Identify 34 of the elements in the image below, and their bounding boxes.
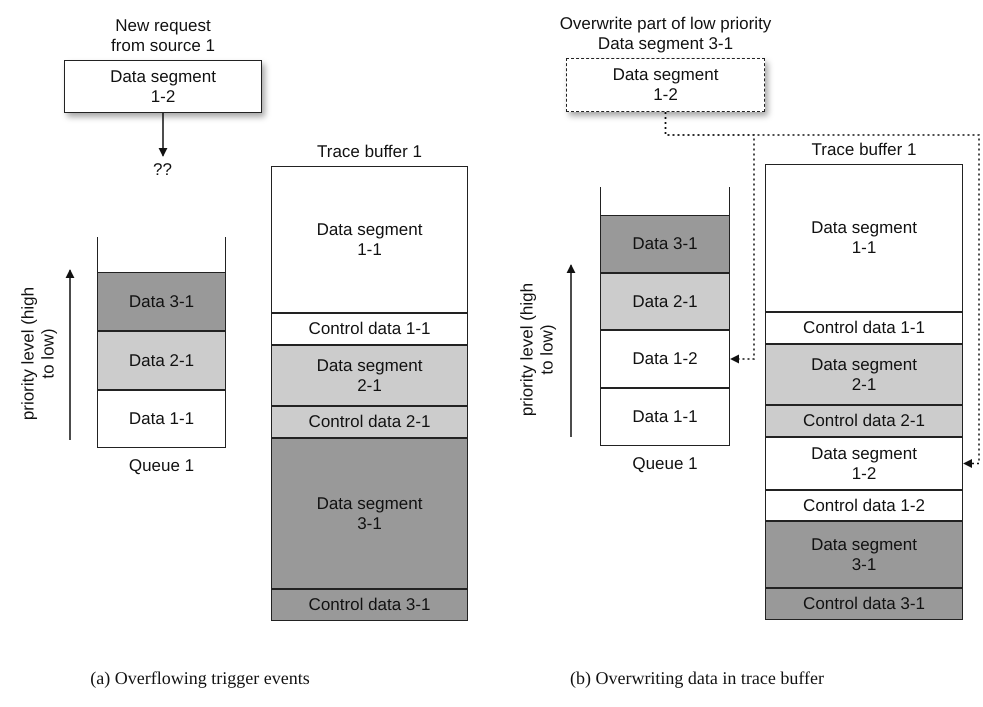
request-box: Data segment 1-2 bbox=[566, 58, 765, 112]
arrow bbox=[158, 113, 168, 157]
queue-entry: Data 3-1 bbox=[600, 215, 730, 273]
axis-label: priority level (high to low) bbox=[18, 286, 58, 422]
buffer-segment: Data segment 1-1 bbox=[765, 164, 963, 312]
buffer-segment: Control data 2-1 bbox=[271, 406, 468, 438]
arrow bbox=[664, 112, 980, 468]
buffer-title: Trace buffer 1 bbox=[810, 140, 918, 160]
caption: (b) Overwriting data in trace buffer bbox=[568, 668, 826, 689]
buffer-segment: Data segment 2-1 bbox=[765, 344, 963, 405]
buffer-segment: Data segment 3-1 bbox=[765, 521, 963, 588]
buffer-segment: Control data 1-1 bbox=[765, 312, 963, 344]
buffer-segment: Control data 2-1 bbox=[765, 405, 963, 437]
buffer-segment: Data segment 1-1 bbox=[271, 166, 468, 313]
buffer-segment: Data segment 3-1 bbox=[271, 438, 468, 589]
queue-label: Queue 1 bbox=[631, 454, 699, 474]
buffer-segment: Data segment 1-2 bbox=[765, 437, 963, 490]
request-box: Data segment 1-2 bbox=[64, 60, 262, 113]
box-heading: Overwrite part of low priority Data segment 3-1 bbox=[558, 14, 772, 54]
queue-entry: Data 2-1 bbox=[97, 331, 226, 390]
box-heading: New request from source 1 bbox=[110, 16, 216, 56]
queue-entry: Data 1-2 bbox=[600, 330, 730, 388]
queue-entry: Data 3-1 bbox=[97, 272, 226, 331]
buffer-segment: Data segment 2-1 bbox=[271, 345, 468, 406]
question-marks: ?? bbox=[140, 158, 185, 182]
buffer-title: Trace buffer 1 bbox=[316, 142, 423, 162]
queue-entry: Data 2-1 bbox=[600, 273, 730, 330]
queue-label: Queue 1 bbox=[128, 456, 196, 476]
buffer-segment: Control data 3-1 bbox=[271, 589, 468, 621]
buffer-segment: Control data 1-2 bbox=[765, 490, 963, 521]
buffer-segment: Control data 1-1 bbox=[271, 313, 468, 345]
caption: (a) Overflowing trigger events bbox=[89, 668, 311, 689]
buffer-segment: Control data 3-1 bbox=[765, 588, 963, 620]
axis-label: priority level (high to low) bbox=[517, 282, 557, 418]
